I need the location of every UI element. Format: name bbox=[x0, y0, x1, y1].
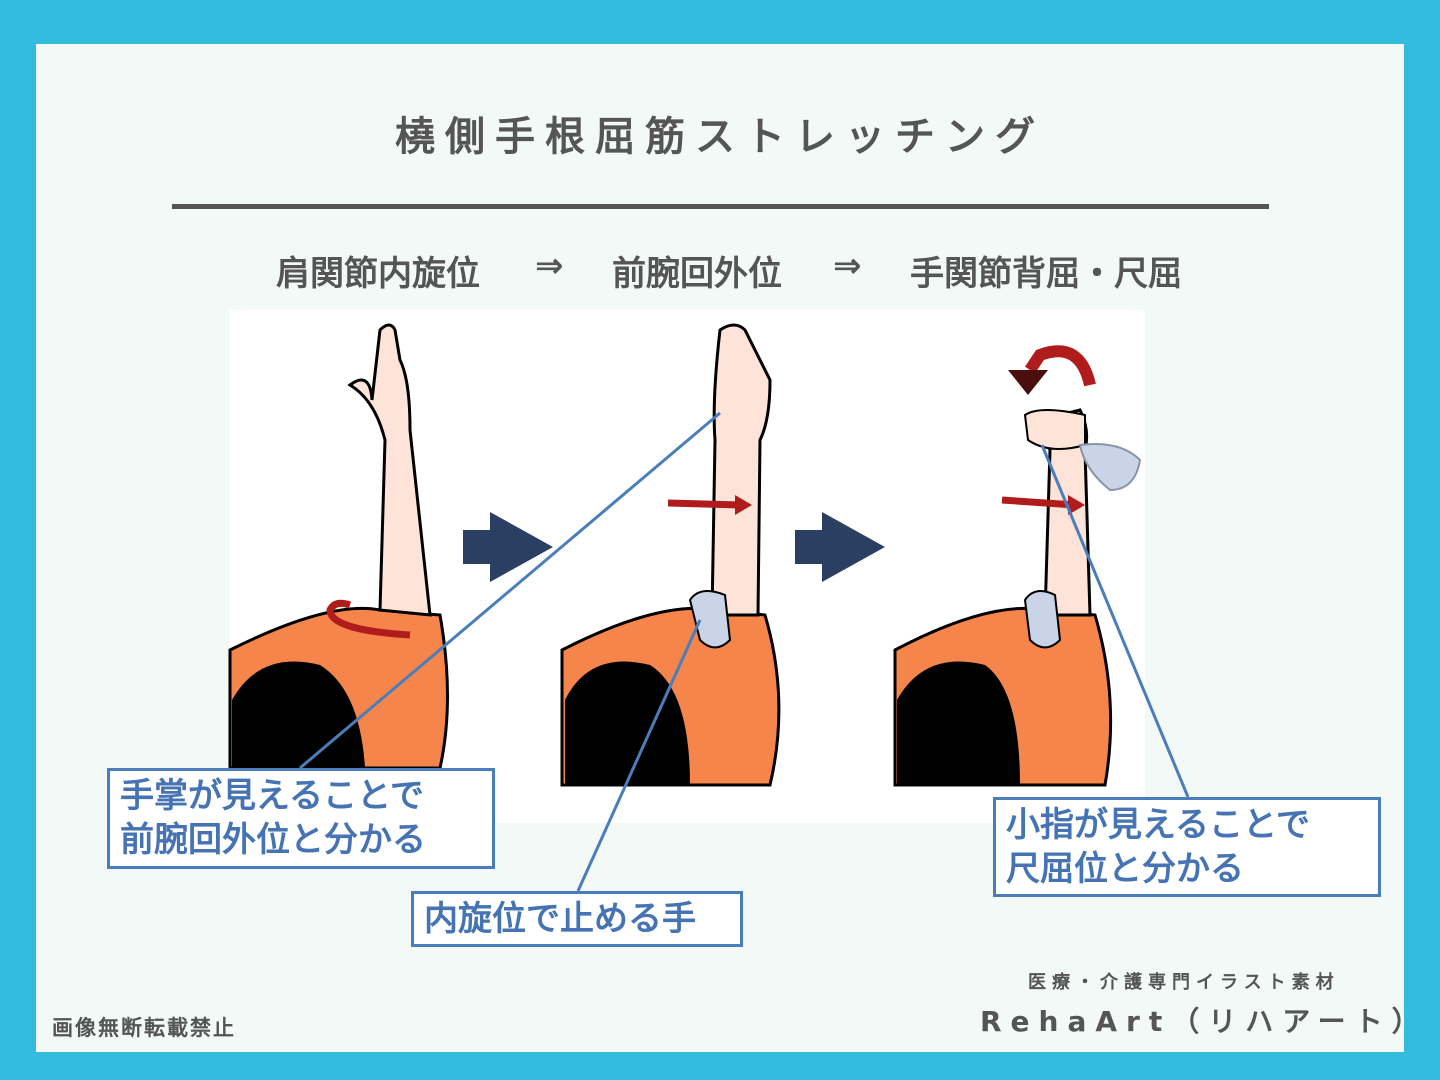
callout-pinky: 小指が見えることで 尺屈位と分かる bbox=[993, 797, 1381, 897]
brand-name: RehaArt（リハアート） bbox=[980, 1005, 1429, 1038]
step-3-label: 手関節背屈・尺屈 bbox=[910, 254, 1182, 294]
rotation-arrow-icon bbox=[1001, 496, 1076, 509]
figure-2 bbox=[560, 323, 781, 787]
rotation-arrow-icon bbox=[667, 499, 741, 509]
callout-palm-line-2: 前腕回外位と分かる bbox=[120, 820, 426, 860]
callout-hand: 内旋位で止める手 bbox=[411, 891, 743, 947]
callout-pinky-line-1: 小指が見えることで bbox=[1006, 805, 1310, 845]
dorsiflexion-arrow-icon bbox=[1025, 345, 1096, 387]
step-2-label: 前腕回外位 bbox=[612, 254, 782, 294]
page-title: 橈側手根屈筋ストレッチング bbox=[395, 114, 1045, 160]
callout-leader-lines bbox=[299, 411, 1190, 892]
figure-1 bbox=[228, 323, 449, 770]
brand-tagline: 医療・介護専門イラスト素材 bbox=[1028, 972, 1340, 993]
copyright-notice: 画像無断転載禁止 bbox=[52, 1016, 236, 1040]
step-arrow-2: ⇒ bbox=[833, 246, 862, 286]
step-1-label: 肩関節内旋位 bbox=[276, 254, 480, 294]
callout-palm-line-1: 手掌が見えることで bbox=[120, 776, 424, 816]
callout-palm: 手掌が見えることで 前腕回外位と分かる bbox=[107, 768, 495, 869]
callout-hand-text: 内旋位で止める手 bbox=[424, 899, 696, 939]
holding-hand bbox=[688, 590, 732, 649]
callout-pinky-line-2: 尺屈位と分かる bbox=[1006, 849, 1244, 889]
rotation-arrow-icon bbox=[326, 599, 411, 639]
step-arrow-icon bbox=[795, 512, 885, 582]
step-arrow-1: ⇒ bbox=[535, 246, 564, 286]
step-arrow-icon bbox=[463, 512, 553, 582]
title-divider bbox=[172, 204, 1269, 209]
figure-3 bbox=[893, 345, 1142, 787]
